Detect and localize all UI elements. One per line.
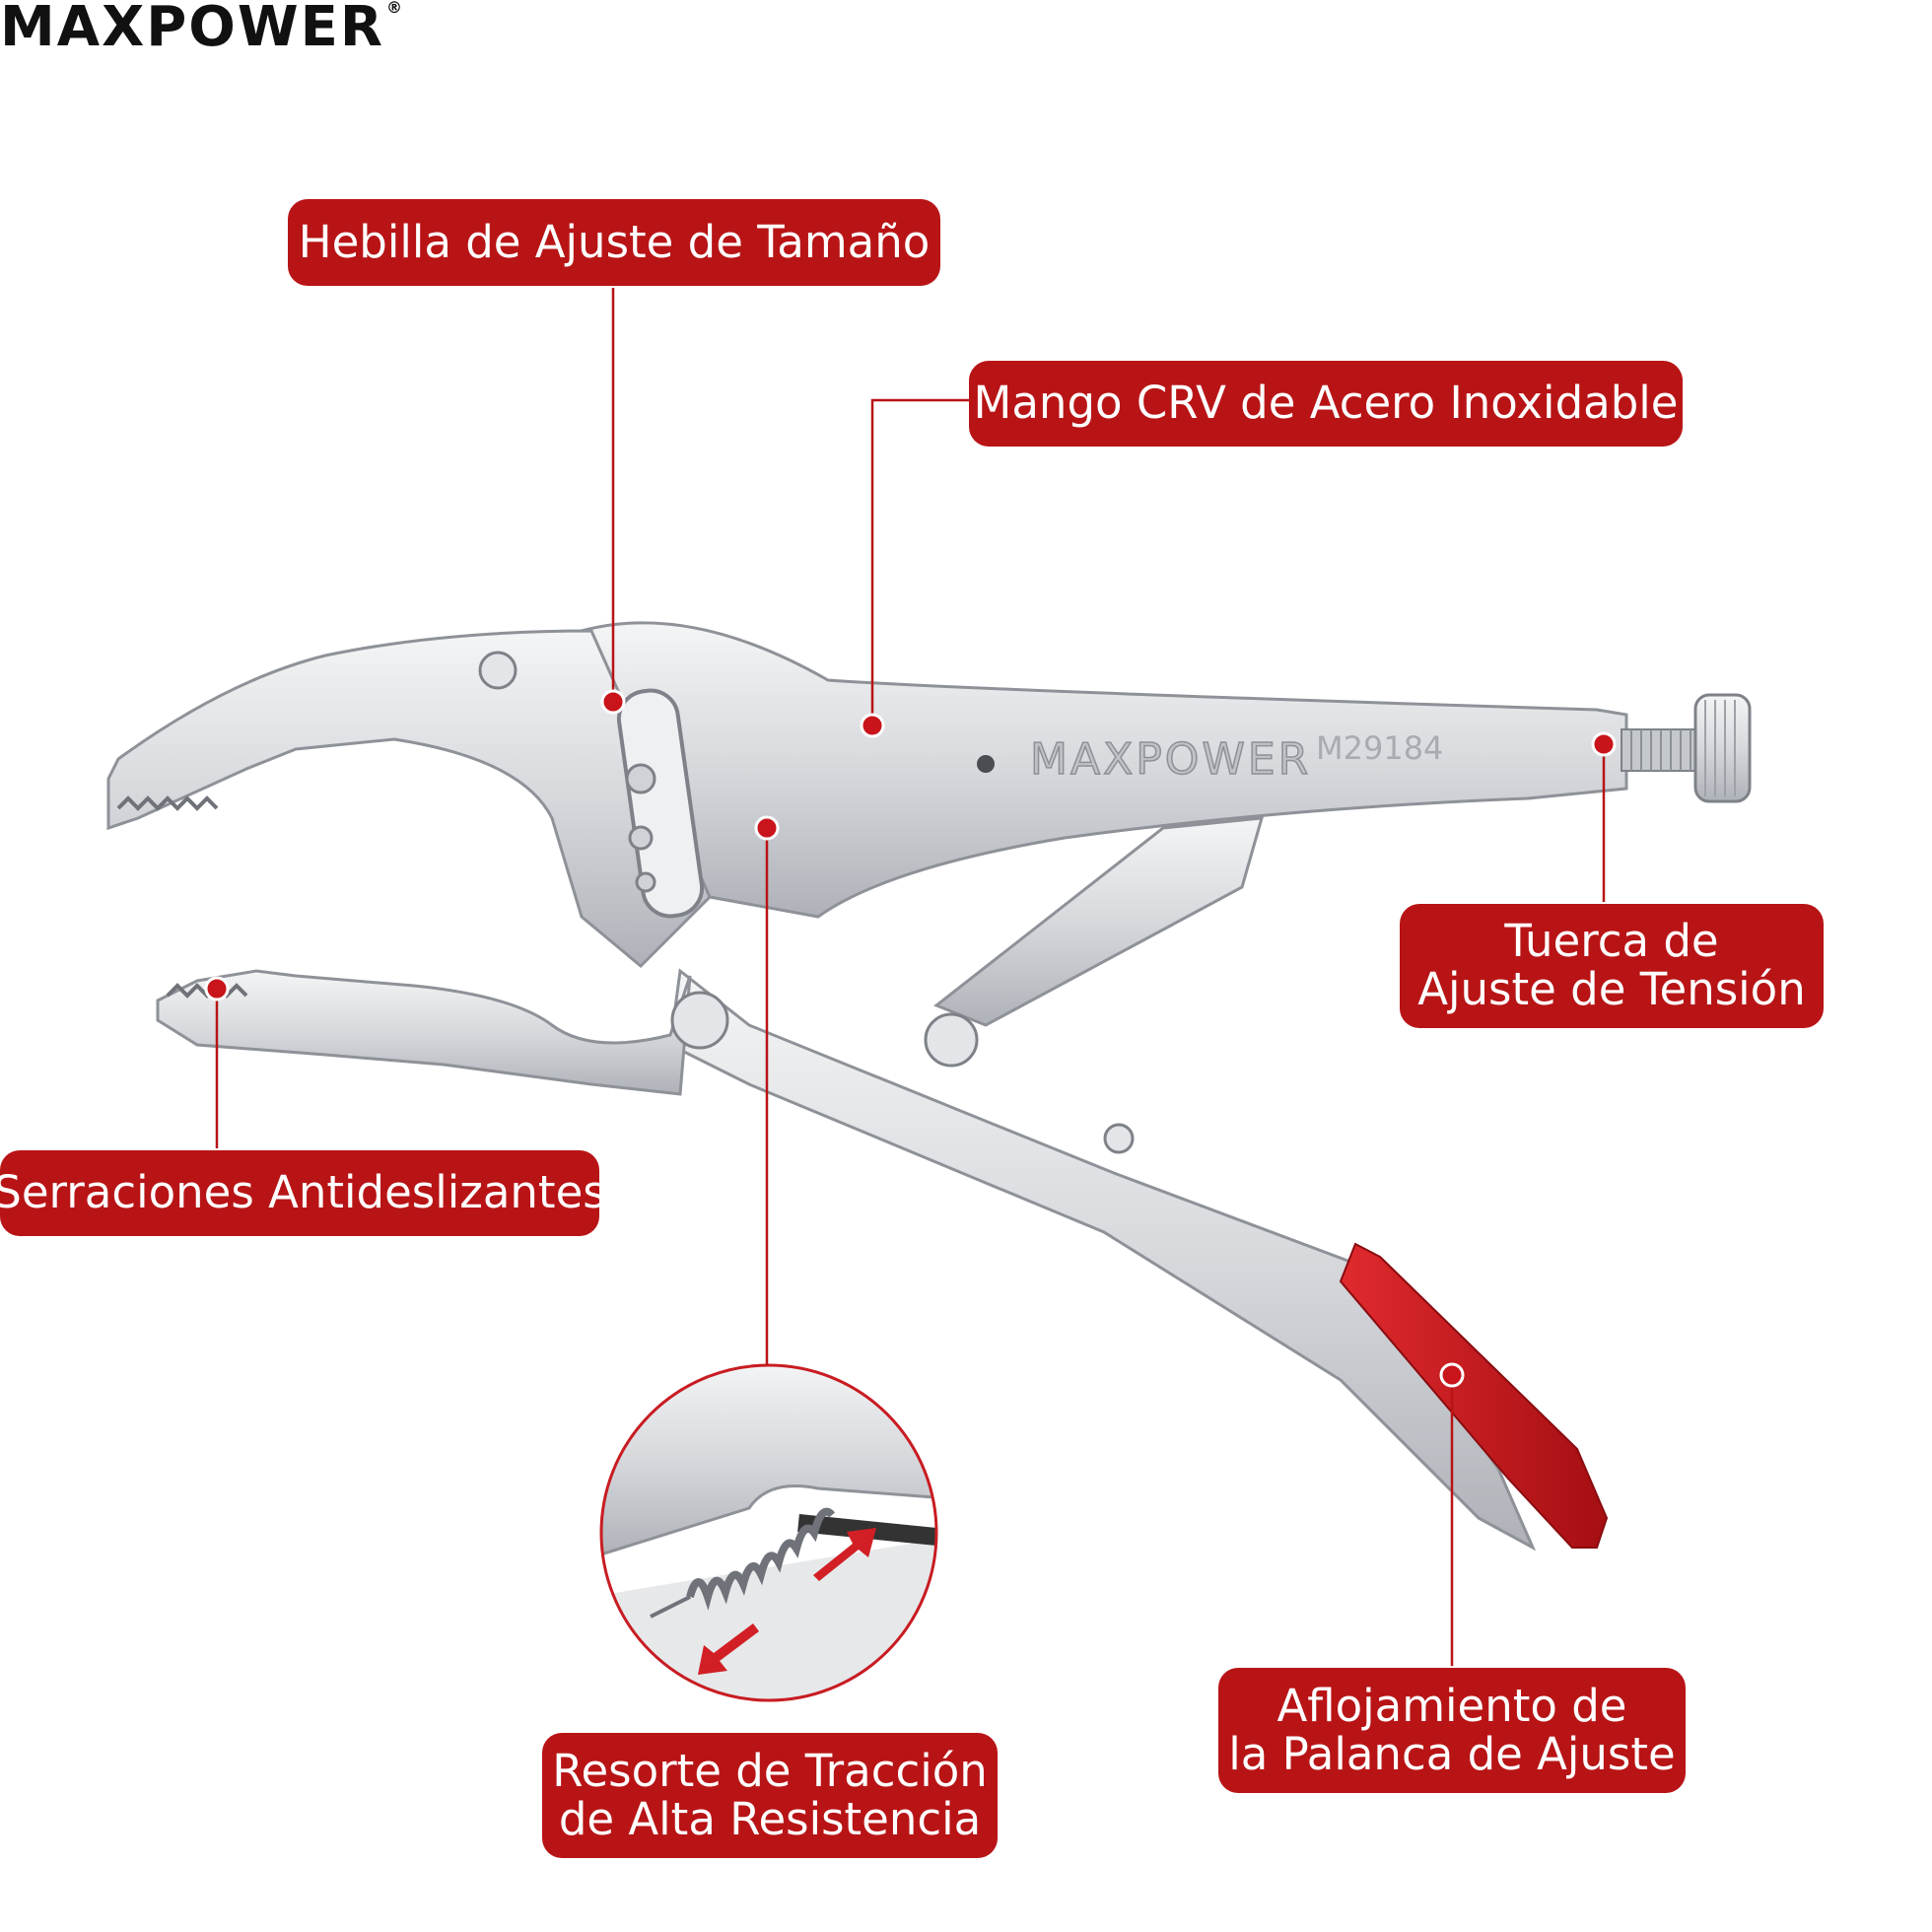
upper-serrations <box>116 795 219 811</box>
locking-linkage <box>933 816 1265 1027</box>
callout-size-buckle: Hebilla de Ajuste de Tamaño <box>288 199 940 286</box>
callout-line: Resorte de Tracción <box>552 1744 988 1797</box>
size-adjustment-slot <box>616 688 705 919</box>
adjustment-hole <box>635 871 656 893</box>
callout-line: Ajuste de Tensión <box>1417 963 1806 1015</box>
lower-handle <box>668 968 1537 1552</box>
pivot-rivet <box>670 991 729 1050</box>
callout-line: Hebilla de Ajuste de Tamaño <box>298 215 931 268</box>
leader-dots <box>204 689 1617 1388</box>
marker-dot <box>600 689 626 715</box>
callout-line: Aflojamiento de <box>1276 1679 1627 1732</box>
callout-spring: Resorte de Tracción de Alta Resistencia <box>542 1733 998 1858</box>
arrow-icon <box>813 1528 876 1581</box>
callout-line: la Palanca de Ajuste <box>1228 1727 1676 1780</box>
marker-dot <box>860 713 885 738</box>
logo-text: MAXPOWER <box>0 0 385 59</box>
jaw-rivet <box>478 651 518 690</box>
marker-dot <box>204 976 230 1001</box>
leader-lines <box>215 288 1606 1666</box>
handle-hole <box>977 755 995 773</box>
adjustment-hole <box>625 763 656 794</box>
linkage-rivet <box>924 1012 979 1068</box>
release-lever-grip <box>1339 1242 1609 1549</box>
upper-jaw <box>106 629 712 969</box>
registered-mark: ® <box>386 0 405 17</box>
callout-serrations: Serraciones Antideslizantes <box>0 1150 606 1236</box>
callout-handle: Mango CRV de Acero Inoxidable <box>969 361 1683 447</box>
upper-handle <box>579 621 1628 919</box>
spring-zoom-inset <box>599 1363 938 1702</box>
marker-dot <box>1591 731 1617 757</box>
arrow-icon <box>698 1623 759 1675</box>
callout-line: Mango CRV de Acero Inoxidable <box>973 377 1679 430</box>
maxpower-logo: MAXPOWER® <box>0 0 404 55</box>
adjustment-hole <box>628 825 654 851</box>
marker-dot <box>1439 1362 1465 1388</box>
callout-line: Serraciones Antideslizantes <box>0 1166 606 1219</box>
callout-release-lever: Aflojamiento de la Palanca de Ajuste <box>1218 1668 1686 1793</box>
tension-adjustment-knob <box>1693 693 1752 803</box>
model-engraving: M29184 <box>1316 729 1443 767</box>
marker-dot <box>754 815 780 841</box>
knob-knurling <box>1704 700 1736 796</box>
screw-threads <box>1630 729 1691 771</box>
callout-line: Tuerca de <box>1504 915 1719 968</box>
tension-spring <box>686 1507 836 1611</box>
callout-tension-nut: Tuerca de Ajuste de Tensión <box>1400 904 1824 1028</box>
handle-rivet <box>1103 1123 1135 1154</box>
callout-line: de Alta Resistencia <box>558 1792 982 1845</box>
brand-engraving: MAXPOWER <box>1030 734 1311 785</box>
